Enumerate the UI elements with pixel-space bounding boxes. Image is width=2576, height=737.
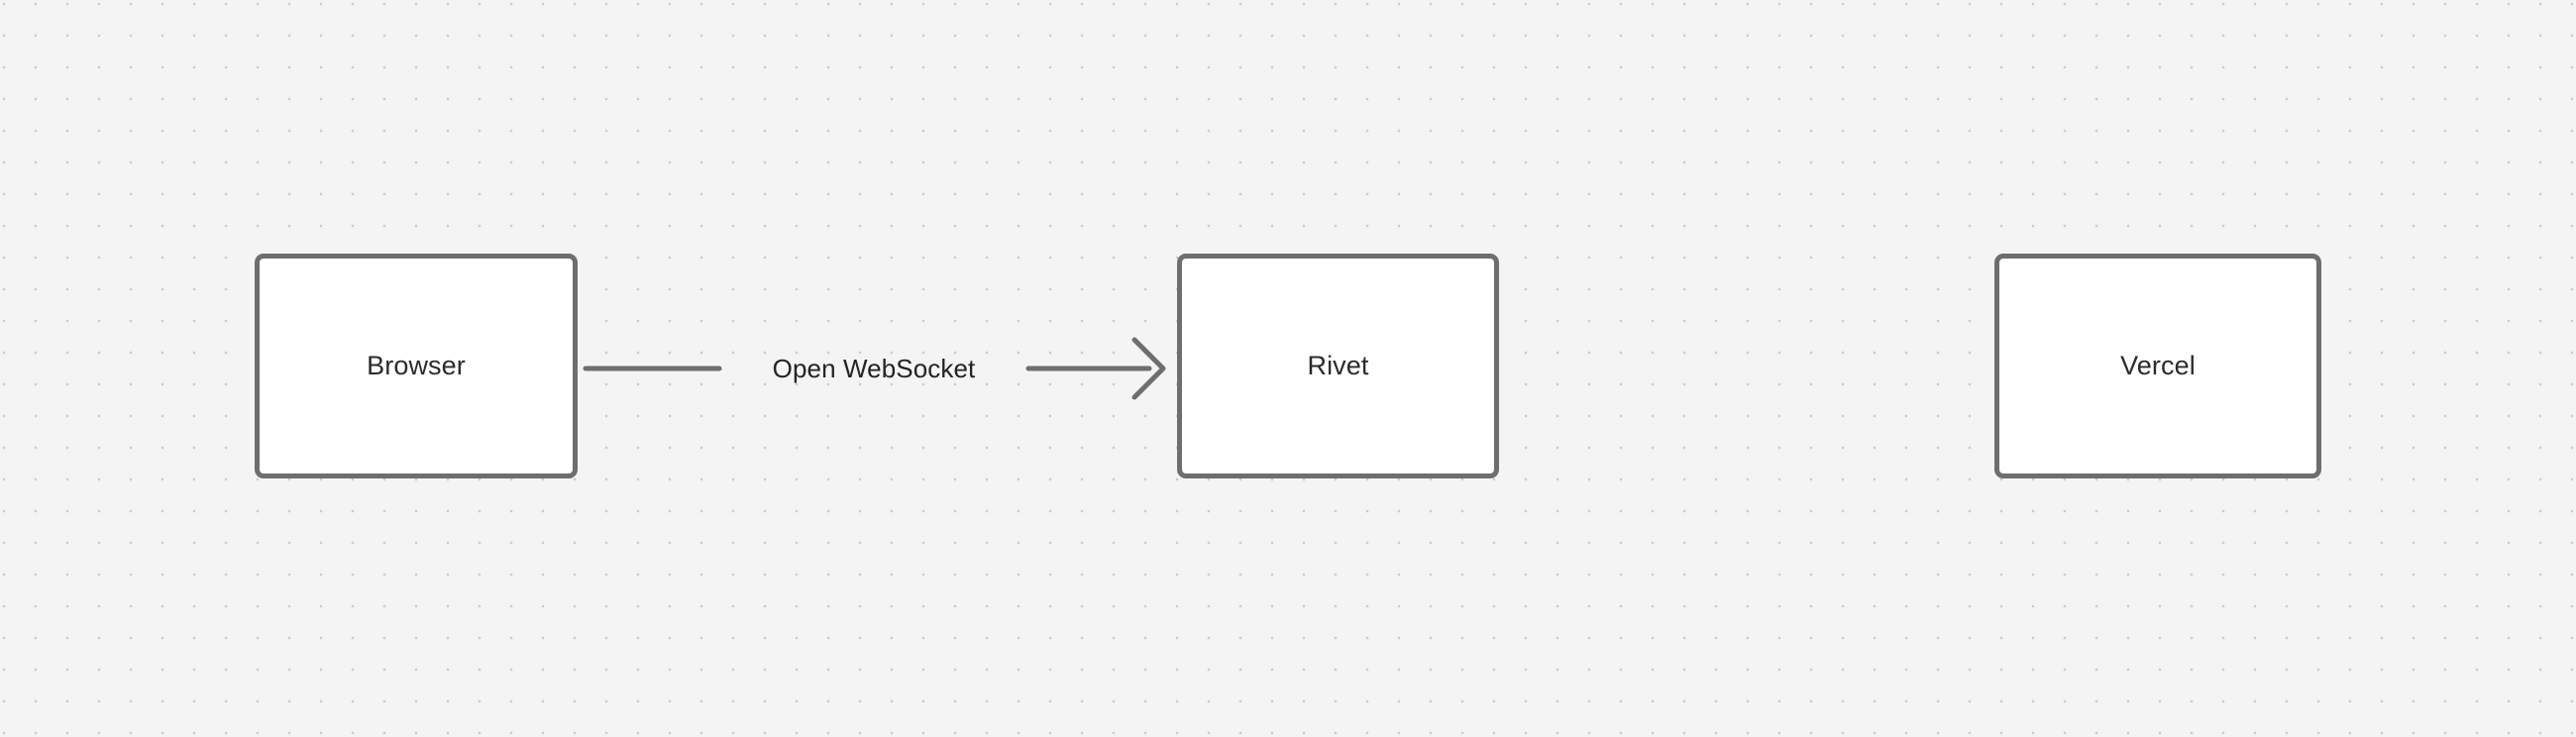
- node-rivet[interactable]: Rivet: [1177, 254, 1499, 478]
- node-label-rivet: Rivet: [1307, 351, 1369, 380]
- node-label-browser: Browser: [367, 351, 466, 380]
- node-vercel[interactable]: Vercel: [1994, 254, 2321, 478]
- edge-label-open-websocket: Open WebSocket: [772, 354, 976, 383]
- node-browser[interactable]: Browser: [255, 254, 578, 478]
- arrowhead-icon: [1131, 337, 1166, 400]
- node-label-vercel: Vercel: [2120, 351, 2196, 380]
